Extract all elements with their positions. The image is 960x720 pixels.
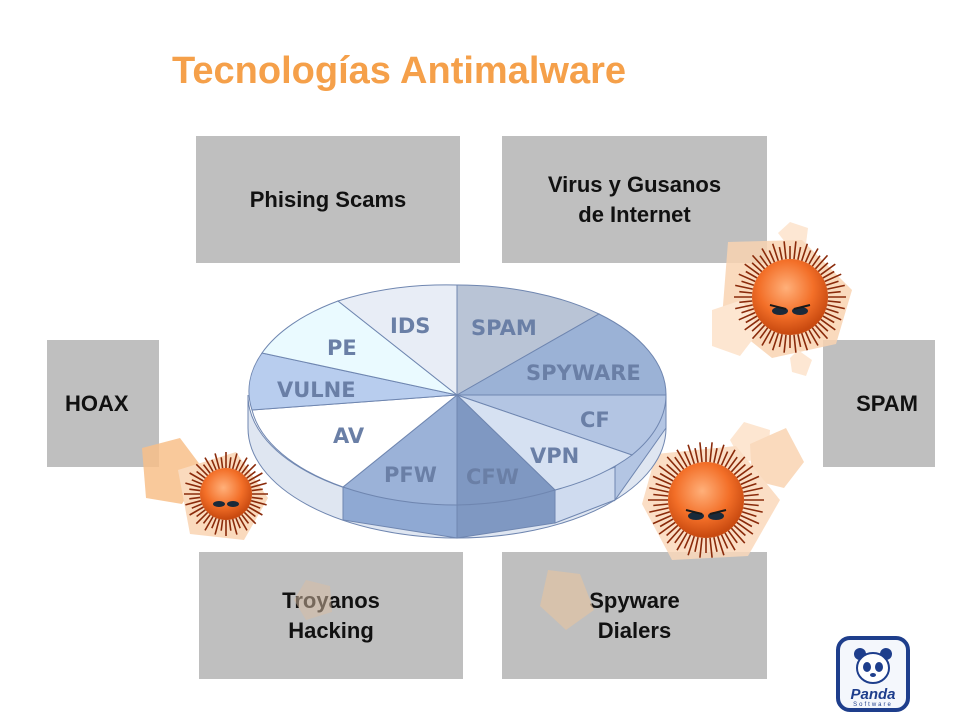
virus-icon xyxy=(648,442,764,558)
logo-subtext: Software xyxy=(853,702,893,708)
pie-label-spyware: SPYWARE xyxy=(526,361,641,385)
box-line: SPAM xyxy=(856,390,918,416)
phising-scams-box: Phising Scams xyxy=(196,136,460,263)
pie-label-pe: PE xyxy=(327,336,357,360)
box-line: de Internet xyxy=(578,201,691,227)
virus-icon xyxy=(734,241,846,353)
pie-slice-ids xyxy=(336,284,458,397)
pie-label-ids: IDS xyxy=(390,314,430,338)
pie-label-vpn: VPN xyxy=(530,444,579,468)
troyanos-hacking-box: TroyanosHacking xyxy=(199,552,463,679)
pie-slice-pfw xyxy=(341,393,458,506)
virus-spikes xyxy=(648,442,764,558)
pie-label-pfw: PFW xyxy=(384,463,437,487)
virus-icon xyxy=(184,452,268,536)
panda-icon xyxy=(854,648,892,684)
virus-gusanos-box: Virus y Gusanos de Internet xyxy=(502,136,767,263)
pie-slice-cf xyxy=(456,394,667,456)
virus-spikes xyxy=(734,241,846,353)
pie-slice-vulne xyxy=(248,352,458,411)
panda-logo: Panda Software xyxy=(836,636,910,712)
pie-slice-vpn xyxy=(456,394,634,491)
pie-label-av: AV xyxy=(333,424,365,448)
pie-slice-av xyxy=(251,394,459,488)
logo-text: Panda xyxy=(850,686,896,703)
pie-chart: SPAM SPYWARE CF VPN CFW PFW AV VULNE PE … xyxy=(247,284,667,539)
pie-label-spam: SPAM xyxy=(471,316,537,340)
box-line: Phising Scams xyxy=(249,186,407,212)
pie-label-cf: CF xyxy=(580,408,610,432)
pie-label-vulne: VULNE xyxy=(277,378,356,402)
virus-spikes xyxy=(184,452,268,536)
page-title: Tecnologías Antimalware xyxy=(172,50,626,92)
box-line: HOAX xyxy=(65,390,129,416)
box-line: Spyware xyxy=(589,587,680,613)
spam-box: SPAM xyxy=(823,340,935,467)
box-line: Virus y Gusanos xyxy=(547,171,722,197)
pie-slice-pe xyxy=(261,300,458,396)
box-line: Hacking xyxy=(288,617,374,643)
hoax-box: HOAX xyxy=(47,340,159,467)
pie-label-cfw: CFW xyxy=(466,465,519,489)
pie-slice-spyware xyxy=(455,313,667,396)
pie-slice-cfw xyxy=(456,393,556,506)
pie-slice-spam xyxy=(456,284,601,396)
box-line: Dialers xyxy=(597,617,672,643)
